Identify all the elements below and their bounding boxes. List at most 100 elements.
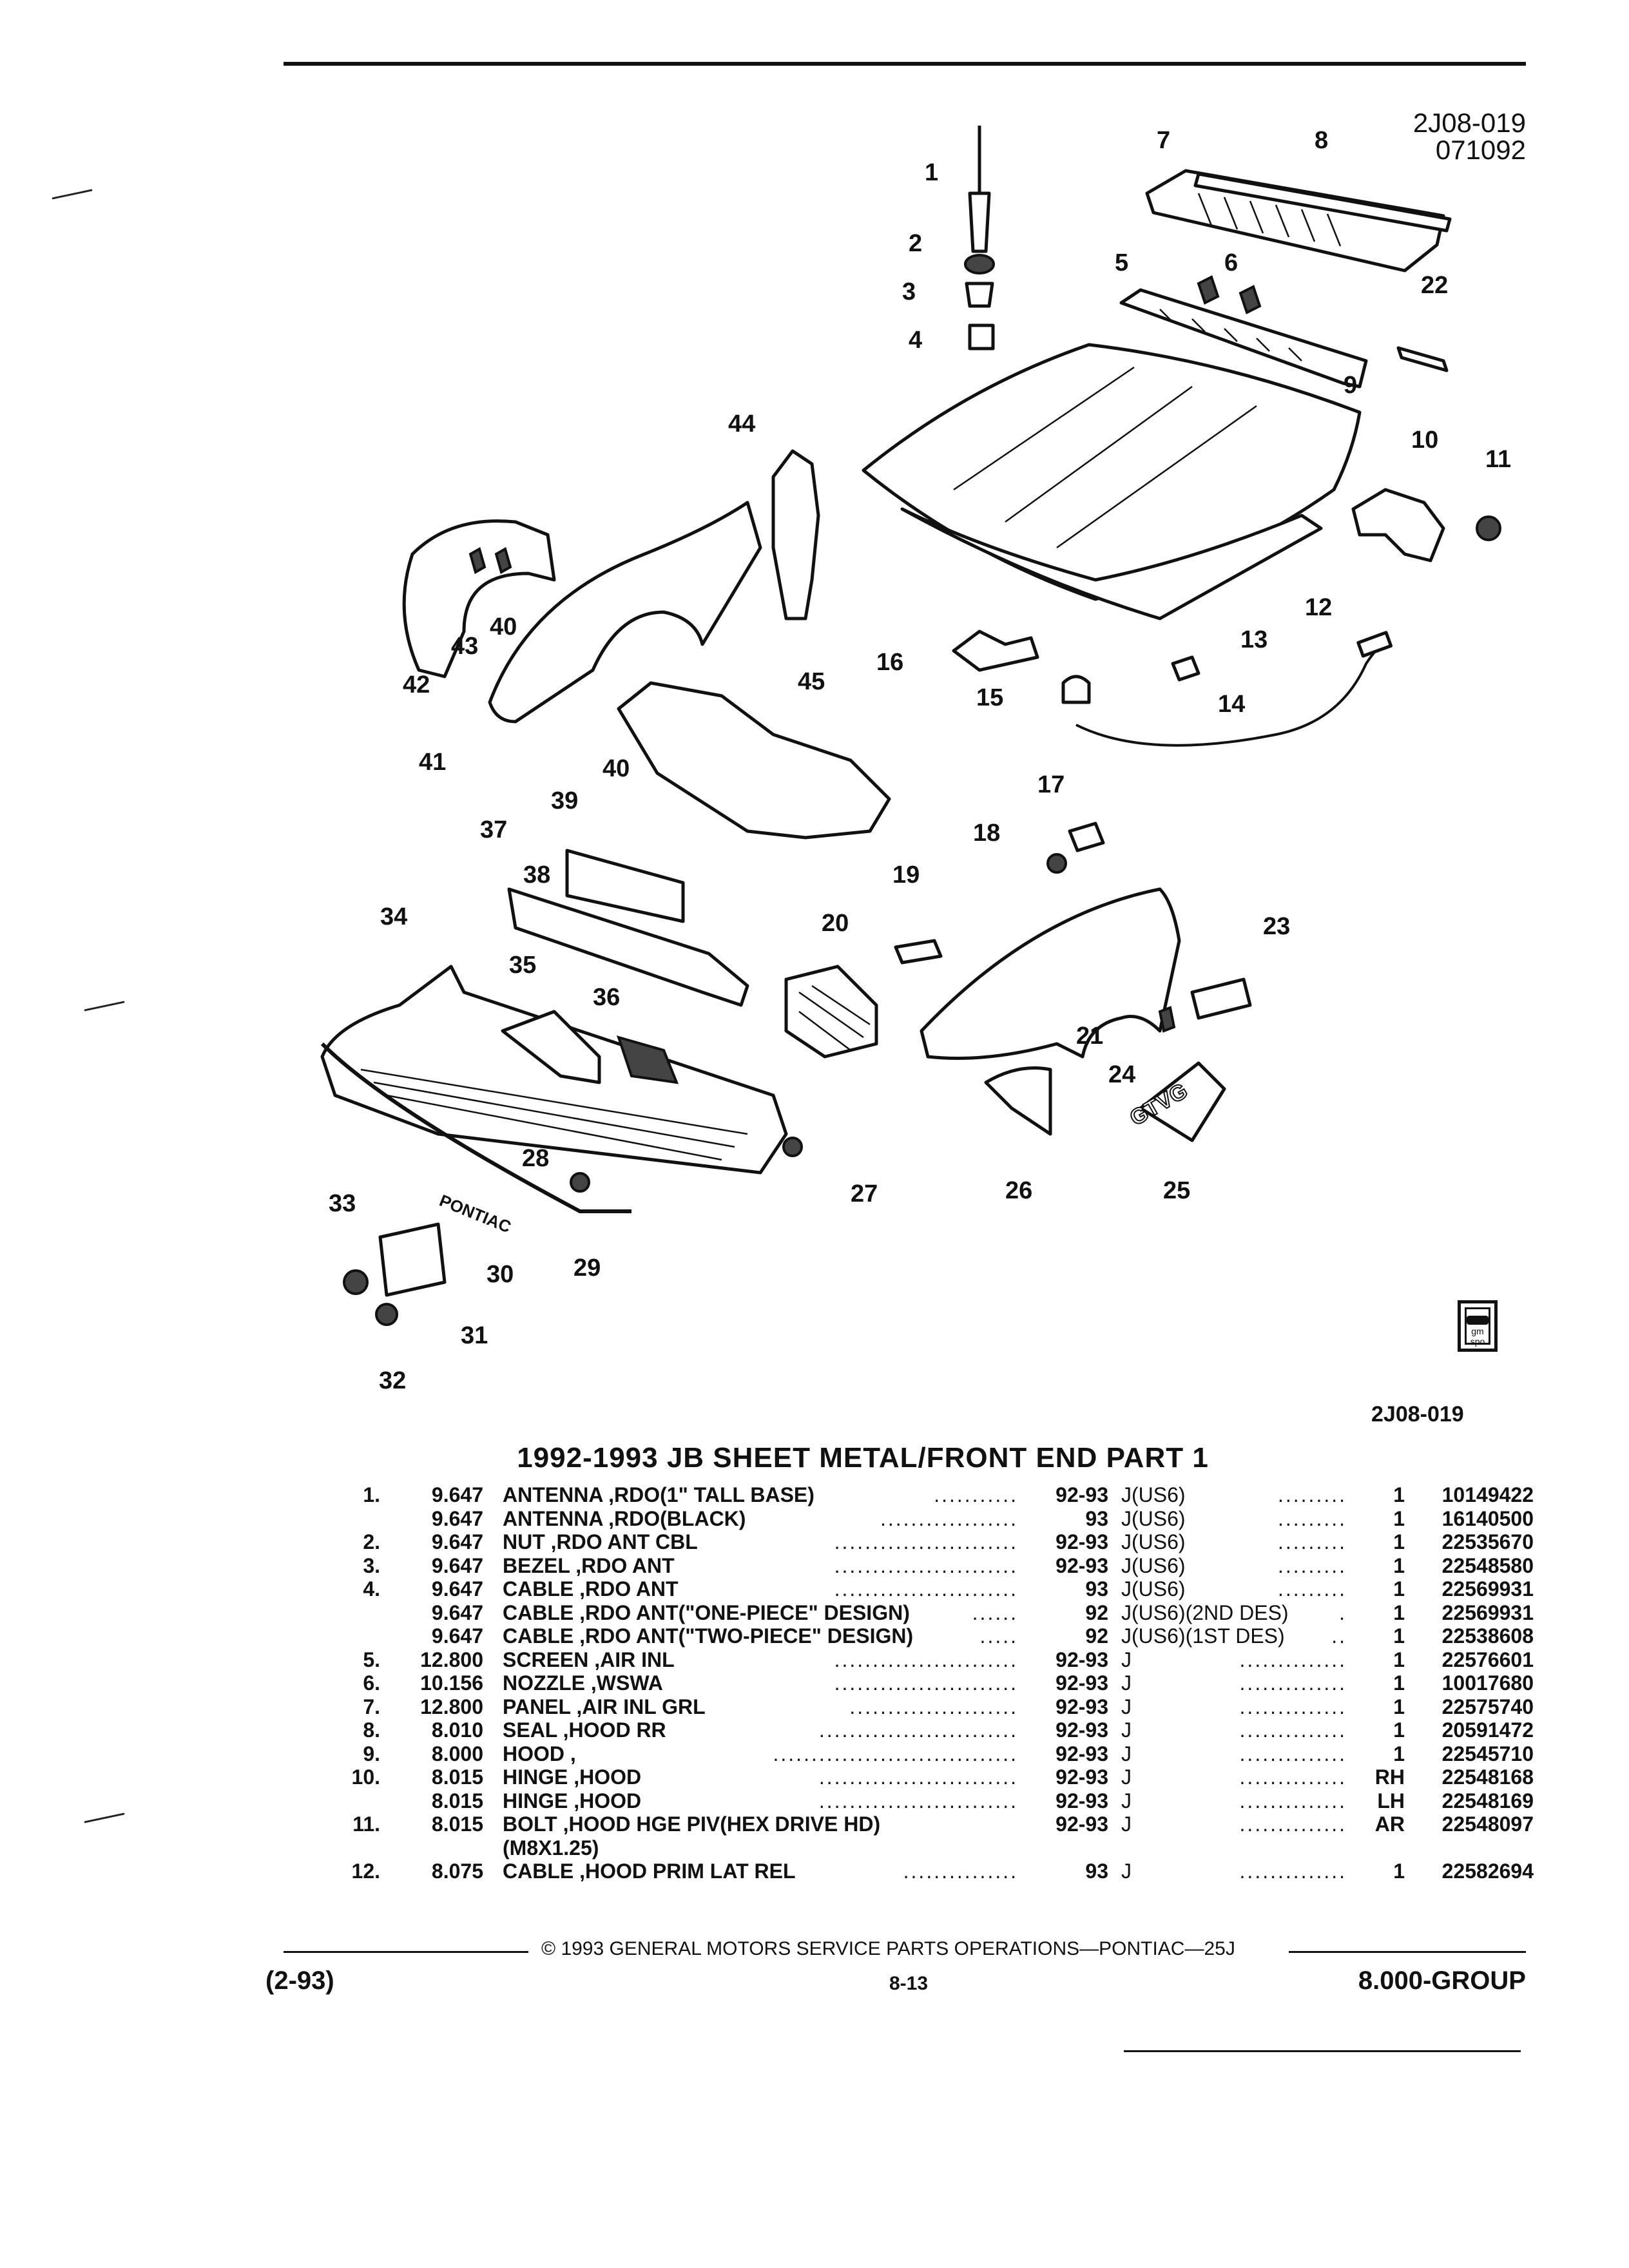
parts-cell-code: 10.156	[420, 1671, 483, 1695]
bumper-strip	[320, 1042, 631, 1213]
parts-cell-desc: HINGE ,HOOD	[503, 1789, 642, 1812]
fender-bracket	[1190, 977, 1252, 1020]
parts-cell-app: J(US6)(2ND DES)	[1121, 1600, 1289, 1624]
parts-cell-item: 5.	[363, 1648, 380, 1671]
callout-6: 6	[1224, 249, 1238, 276]
fender-liner	[402, 519, 556, 678]
parts-cell-code: 8.000	[431, 1742, 483, 1765]
parts-cell-part-no: 10017680	[1441, 1671, 1534, 1695]
badge-plate	[1139, 1061, 1226, 1142]
section-title: 1992-1993 JB SHEET METAL/FRONT END PART …	[517, 1442, 1209, 1474]
parts-cell-desc: CABLE ,RDO ANT("ONE-PIECE" DESIGN)	[503, 1600, 910, 1624]
parts-cell-part-no: 22548580	[1441, 1553, 1534, 1577]
parts-cell-app: J	[1121, 1671, 1132, 1695]
parts-cell-leader-dots: ..............	[1239, 1765, 1347, 1789]
parts-cell-part-no: 22548168	[1441, 1765, 1534, 1789]
parts-cell-code: 8.015	[431, 1812, 483, 1836]
parts-cell-item: 12.	[351, 1860, 380, 1883]
parts-cell-leader-dots: ........................	[834, 1577, 1018, 1600]
parts-cell-leader-dots: .........	[1277, 1483, 1347, 1506]
callout-11: 11	[1485, 446, 1511, 473]
parts-cell-code: 9.647	[431, 1600, 483, 1624]
page-number: 8-13	[889, 1973, 929, 1994]
side-marker-lamp	[984, 1066, 1052, 1136]
parts-cell-app: J	[1121, 1648, 1132, 1671]
callout-44: 44	[728, 410, 755, 437]
parts-cell-code: 12.800	[420, 1648, 483, 1671]
parts-cell-app: J	[1121, 1860, 1132, 1883]
callout-35: 35	[509, 952, 536, 979]
callout-3: 3	[902, 278, 916, 305]
parts-cell-qty: 1	[1393, 1624, 1405, 1648]
parts-cell-desc: CABLE ,RDO ANT	[503, 1577, 679, 1600]
callout-7: 7	[1157, 127, 1170, 154]
parts-cell-code: 8.075	[431, 1860, 483, 1883]
parts-cell-item: 4.	[363, 1577, 380, 1600]
parts-cell-desc: BOLT ,HOOD HGE PIV(HEX DRIVE HD)	[503, 1812, 881, 1836]
parts-cell-item: 1.	[363, 1483, 380, 1506]
seal-clip	[1396, 346, 1449, 372]
parts-cell-qty: LH	[1377, 1789, 1405, 1812]
parts-cell-leader-dots: ...............	[903, 1860, 1018, 1883]
parts-cell-part-no: 22538608	[1441, 1624, 1534, 1648]
parts-cell-desc: HINGE ,HOOD	[503, 1765, 642, 1789]
parts-cell-part-no: 22548097	[1441, 1812, 1534, 1836]
parts-cell-app: J	[1121, 1812, 1132, 1836]
callout-45: 45	[798, 668, 825, 695]
callout-10: 10	[1411, 427, 1438, 454]
hood-release-cable	[1075, 643, 1386, 747]
parts-cell-years: 92-93	[1055, 1530, 1108, 1553]
parts-cell-part-no: 16140500	[1441, 1506, 1534, 1530]
front-grille	[507, 849, 749, 1007]
parts-cell-qty: AR	[1374, 1812, 1405, 1836]
hood-hinge	[1351, 488, 1501, 562]
parts-cell-years: 93	[1085, 1577, 1108, 1600]
parts-cell-leader-dots: ................................	[773, 1742, 1018, 1765]
bottom-rule	[1124, 2050, 1521, 2052]
parts-cell-app: J	[1121, 1742, 1132, 1765]
callout-28: 28	[522, 1145, 549, 1172]
parts-cell-leader-dots: .	[1339, 1600, 1347, 1624]
callout-41: 41	[419, 749, 446, 776]
parts-cell-part-no: 22545710	[1441, 1742, 1534, 1765]
copyright: © 1993 GENERAL MOTORS SERVICE PARTS OPER…	[541, 1938, 1235, 1959]
pontiac-emblem-text: PONTIAC	[437, 1191, 514, 1237]
parts-cell-leader-dots: ........................	[834, 1671, 1018, 1695]
callout-21: 21	[1076, 1023, 1103, 1050]
left-front-fender	[488, 501, 762, 724]
parts-cell-qty: 1	[1393, 1506, 1405, 1530]
parts-cell-qty: 1	[1393, 1577, 1405, 1600]
parts-cell-desc: ANTENNA ,RDO(1" TALL BASE)	[503, 1483, 815, 1506]
parts-cell-part-no: 20591472	[1441, 1718, 1534, 1742]
parts-cell-desc: SEAL ,HOOD RR	[503, 1718, 666, 1742]
callout-32: 32	[379, 1367, 406, 1394]
gm-spo-logo-text: gm spo	[1465, 1307, 1490, 1347]
parts-cell-qty: 1	[1393, 1530, 1405, 1553]
parts-cell-leader-dots: ..........................	[818, 1718, 1018, 1742]
parts-cell-app: J(US6)	[1121, 1530, 1186, 1553]
callout-8: 8	[1315, 127, 1328, 154]
callout-34: 34	[380, 903, 407, 930]
parts-cell-leader-dots: ..............	[1239, 1695, 1347, 1718]
parts-cell-code: 8.010	[431, 1718, 483, 1742]
section-ref: 2J08-019	[1371, 1402, 1464, 1427]
parts-cell-leader-dots: ..............	[1239, 1789, 1347, 1812]
callout-2: 2	[909, 230, 922, 257]
air-inlet-screen	[1119, 288, 1368, 389]
parts-cell-desc: BEZEL ,RDO ANT	[503, 1553, 675, 1577]
antenna-assembly	[964, 126, 995, 351]
parts-cell-leader-dots: ..........................	[818, 1789, 1018, 1812]
headlamp-assembly	[784, 965, 878, 1059]
parts-cell-part-no: 22576601	[1441, 1648, 1534, 1671]
hood-prop-retainer	[952, 629, 1039, 672]
callout-40: 40	[490, 613, 517, 640]
callout-5: 5	[1115, 249, 1128, 276]
parts-cell-app: J(US6)(1ST DES)	[1121, 1624, 1285, 1648]
callout-36: 36	[593, 984, 620, 1011]
callout-40: 40	[602, 755, 630, 782]
